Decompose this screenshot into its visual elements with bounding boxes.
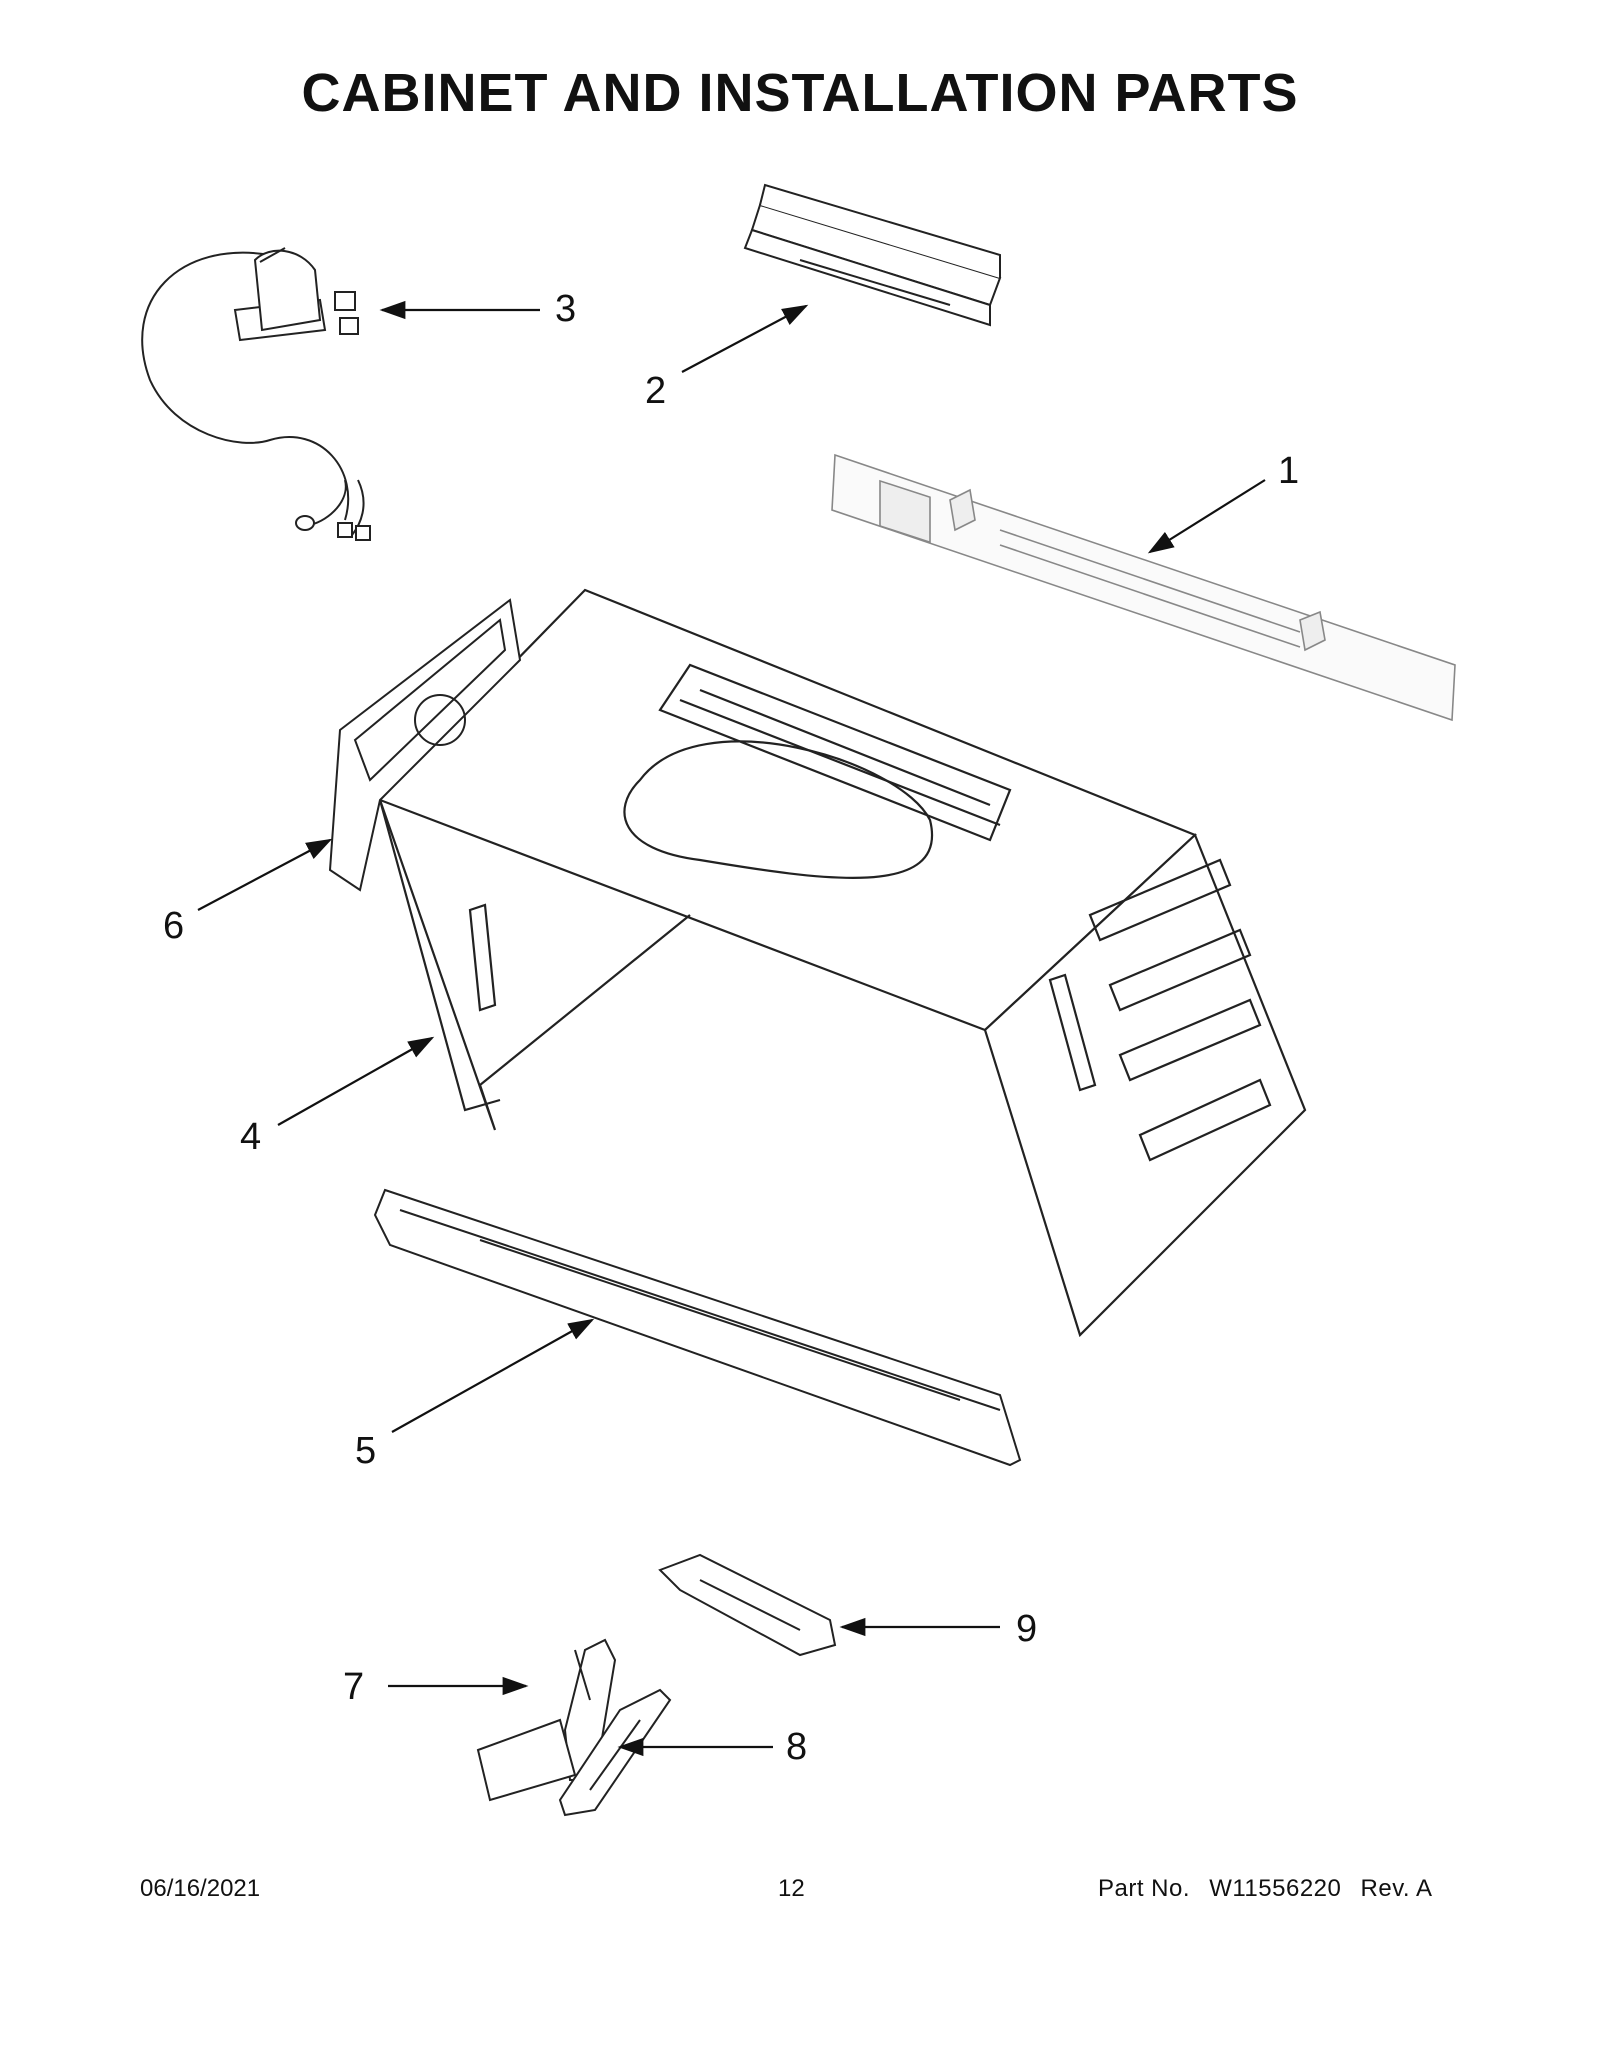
callout-6: 6 [163,905,185,947]
page-title: CABINET AND INSTALLATION PARTS [301,63,1299,123]
leader-5 [391,1318,595,1433]
callout-3: 3 [555,288,577,330]
bracket-9-part [658,1553,837,1657]
leader-1 [1147,479,1266,554]
leader-2 [681,304,809,373]
callout-5: 5 [355,1430,377,1472]
callout-1: 1 [1278,450,1300,492]
leader-6 [197,838,333,911]
callout-7: 7 [343,1666,365,1708]
leader-lines [197,300,1266,1757]
footer-part-number: Part No. W11556220 Rev. A [1098,1875,1432,1903]
callout-4: 4 [240,1116,262,1158]
leader-4 [277,1036,435,1126]
part-label: Part No. [1098,1875,1191,1902]
cabinet-wrapper-part [378,588,1307,1338]
callout-9: 9 [1016,1608,1038,1650]
callout-2: 2 [645,370,667,412]
mounting-plate-part [831,453,1456,722]
door-frame-part [328,598,522,892]
bracket-7-part [476,1638,617,1802]
part-number: W11556220 [1209,1875,1342,1902]
bottom-trim-part [373,1188,1022,1467]
vent-grille-part [743,183,1002,327]
bracket-8-part [558,1688,672,1817]
revision: Rev. A [1360,1875,1433,1902]
power-cord-part [141,247,371,541]
footer-page-number: 12 [778,1875,805,1902]
footer-date: 06/16/2021 [140,1875,261,1902]
callout-8: 8 [786,1726,808,1768]
